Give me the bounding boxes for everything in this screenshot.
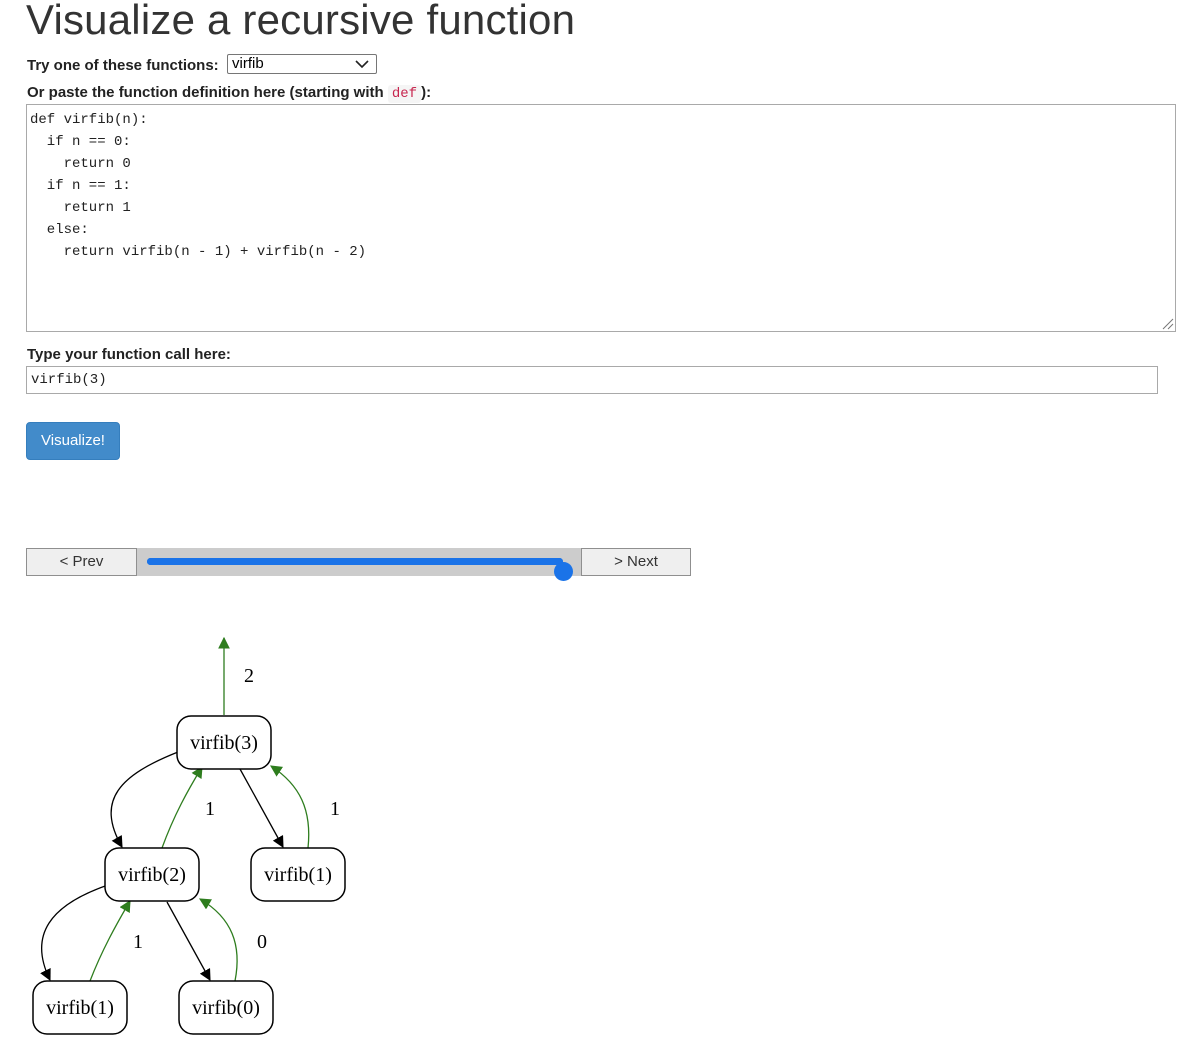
tree-node: virfib(2) xyxy=(104,847,200,902)
visualize-button[interactable]: Visualize! xyxy=(26,422,120,460)
return-value-n2-n3: 1 xyxy=(205,798,215,820)
page-title: Visualize a recursive function xyxy=(26,0,576,43)
function-call-input[interactable]: virfib(3) xyxy=(26,366,1158,394)
resize-handle-icon[interactable] xyxy=(1160,316,1174,335)
call-edge-n2-n0 xyxy=(166,901,211,982)
return-edge-n0-n2 xyxy=(198,898,238,982)
paste-label-suffix: ): xyxy=(421,84,432,101)
next-button[interactable]: > Next xyxy=(581,548,691,576)
return-value-n1b-n3: 1 xyxy=(330,798,340,820)
call-edge-n3-n1b xyxy=(239,768,284,849)
function-select-value: virfib xyxy=(232,55,264,72)
function-call-label: Type your function call here: xyxy=(27,346,231,363)
paste-definition-label: Or paste the function definition here (s… xyxy=(27,84,432,103)
tree-node: virfib(0) xyxy=(178,980,274,1035)
tree-node: virfib(1) xyxy=(32,980,128,1035)
return-edge-n1b-n3 xyxy=(270,765,310,849)
node-label: virfib(1) xyxy=(46,997,114,1019)
return-edge-n1a-n2 xyxy=(89,899,131,982)
tree-node: virfib(1) xyxy=(250,847,346,902)
slider-thumb[interactable] xyxy=(554,562,573,581)
node-label: virfib(0) xyxy=(192,997,260,1019)
paste-label-text: Or paste the function definition here (s… xyxy=(27,84,384,101)
node-label: virfib(3) xyxy=(190,732,258,754)
return-value-root: 2 xyxy=(244,665,254,687)
function-select-label: Try one of these functions: xyxy=(27,57,219,74)
step-slider[interactable] xyxy=(137,548,581,581)
slider-fill xyxy=(147,558,563,565)
tree-node: virfib(3) xyxy=(176,715,272,770)
call-edge-n3-n2 xyxy=(110,751,179,849)
return-value-n0-n2: 0 xyxy=(257,931,267,953)
slider-track[interactable] xyxy=(147,558,573,581)
recursion-tree: 2 1 1 1 0 virfib(3) virfib(2) virfib(1) … xyxy=(32,636,346,1035)
return-edge-n2-n3 xyxy=(161,766,203,849)
chevron-down-icon xyxy=(354,57,370,76)
node-label: virfib(1) xyxy=(264,864,332,886)
return-value-n1a-n2: 1 xyxy=(133,931,143,953)
function-select[interactable]: virfib xyxy=(227,54,377,74)
def-keyword-code: def xyxy=(387,85,422,103)
prev-button[interactable]: < Prev xyxy=(26,548,137,576)
call-edge-n2-n1a xyxy=(40,884,109,982)
function-definition-textarea[interactable]: def virfib(n): if n == 0: return 0 if n … xyxy=(26,104,1176,332)
node-label: virfib(2) xyxy=(118,864,186,886)
